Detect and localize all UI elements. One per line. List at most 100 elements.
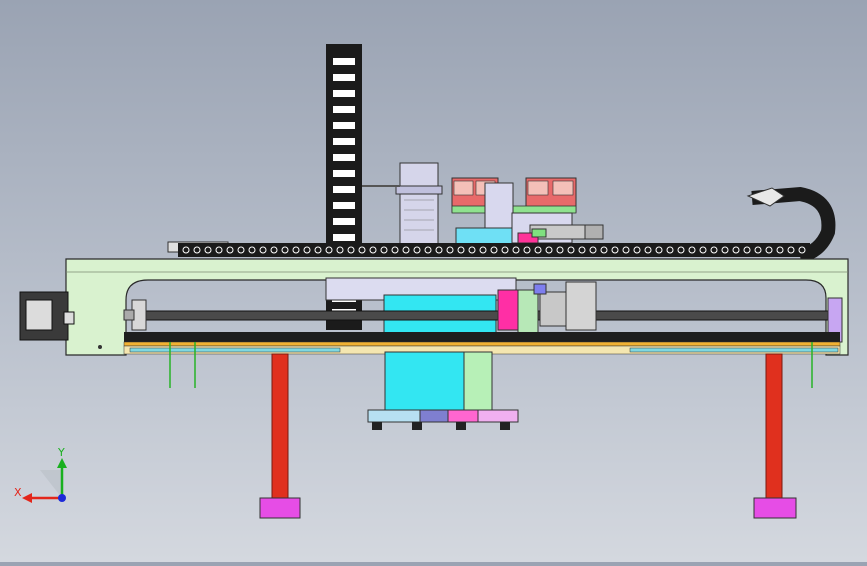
chain-link [545,246,553,254]
support-leg-right[interactable] [753,353,797,519]
sensor-right-b [552,180,574,196]
coordinate-triad-icon: Y X [14,446,67,503]
gripper-foot-left [367,409,421,423]
beam-bolt [98,345,102,349]
chain-slot [333,106,355,113]
chain-link [501,246,509,254]
curved-cable-chain[interactable] [746,186,836,263]
chain-link [193,246,201,254]
chain-link [677,246,685,254]
chain-slot [333,74,355,81]
chain-link [688,246,696,254]
chain-link [314,246,322,254]
horizontal-cable-chain-body [178,243,810,257]
chain-link [479,246,487,254]
chain-link [215,246,223,254]
chain-link [446,246,454,254]
chain-link [710,246,718,254]
gripper-foot-center [419,409,449,423]
sensor-right-a [527,180,549,196]
cable-chain-end-bracket [746,187,785,207]
chain-link [281,246,289,254]
screw-nut-assembly[interactable] [497,281,597,339]
chain-link [534,246,542,254]
lead-screw-left-end [123,309,135,321]
gripper-head[interactable] [367,351,519,430]
z-axis-dot [58,494,66,502]
x-axis-label: X [14,486,22,499]
chain-link [347,246,355,254]
chain-slot [333,202,355,209]
chain-link [490,246,498,254]
chain-link [380,246,388,254]
chain-link [523,246,531,254]
chain-link [468,246,476,254]
end-motor[interactable] [19,291,75,341]
nut-blue-tab [533,283,547,295]
chain-link [325,246,333,254]
chain-link [699,246,707,254]
chain-link [292,246,300,254]
limit-pins[interactable] [169,342,813,388]
vertical-cable-chain-links [333,58,355,241]
upper-carriage[interactable] [455,182,604,245]
rail-slot-right [629,347,839,353]
leg-right-foot [753,497,797,519]
chain-link [655,246,663,254]
upper-carriage-cylinder-end [584,224,604,240]
chain-slot [333,90,355,97]
end-motor-coupler [63,311,75,325]
curved-cable-chain-body [751,186,836,263]
chain-link [600,246,608,254]
chain-slot [333,186,355,193]
rail-orange [123,341,841,347]
gripper-foot-right [477,409,519,423]
chain-link [512,246,520,254]
chain-link [226,246,234,254]
chain-link [369,246,377,254]
nut-green-block [517,289,539,339]
chain-link [336,246,344,254]
servo-motor[interactable] [362,162,443,246]
sensor-left-a [453,180,474,196]
vertical-cable-chain[interactable] [326,44,362,254]
y-axis-label: Y [57,446,65,459]
sensor-bank[interactable] [451,177,577,214]
linear-rail[interactable] [123,332,841,355]
horizontal-cable-chain[interactable] [167,241,810,257]
chain-link [732,246,740,254]
chain-link [765,246,773,254]
chain-link [798,246,806,254]
nut-housing [565,281,597,331]
chain-link [424,246,432,254]
gripper-cyan-body [384,351,468,415]
chain-link [303,246,311,254]
rail-dark [124,332,840,342]
support-leg-left[interactable] [259,353,301,519]
chain-link [611,246,619,254]
chain-slot [333,218,355,225]
upper-carriage-green-clamp [531,228,547,238]
chain-slot [333,58,355,65]
sensor-mount-plate [451,205,577,214]
gripper-suction-cups [372,422,510,430]
chain-link [567,246,575,254]
chain-link [776,246,784,254]
gripper-green-side [463,351,493,413]
chain-link [259,246,267,254]
chain-link [413,246,421,254]
chain-link [666,246,674,254]
chain-link [457,246,465,254]
lead-screw[interactable] [123,297,843,343]
nut-grey-block [539,291,571,327]
chain-link [622,246,630,254]
chain-slot [333,122,355,129]
x-axis-head [22,493,32,503]
chain-link [435,246,443,254]
chain-link [633,246,641,254]
chain-link [787,246,795,254]
chain-link [248,246,256,254]
chain-slot [333,170,355,177]
